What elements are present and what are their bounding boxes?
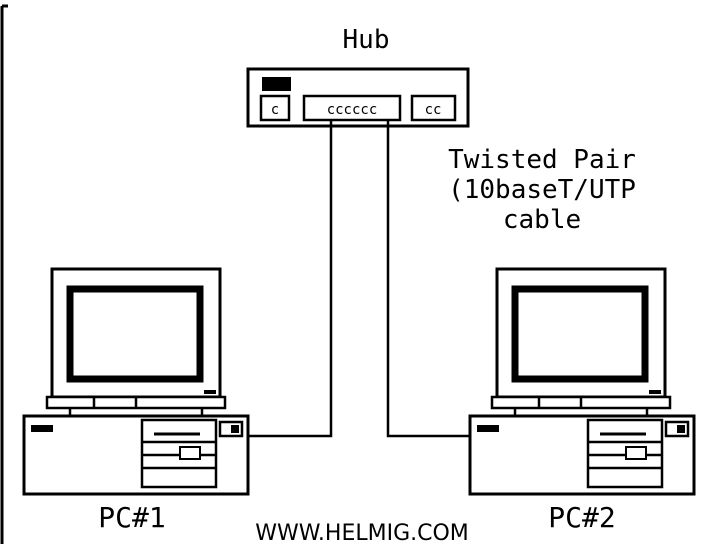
hub-device: Hub c cccccc cc xyxy=(246,25,470,128)
cable-label-line3: cable xyxy=(503,205,581,235)
cable-to-pc2 xyxy=(386,120,470,438)
hub-main-ports-label: cccccc xyxy=(327,102,378,118)
pc2-label: PC#2 xyxy=(548,501,615,534)
pc2-screen xyxy=(511,285,649,383)
pc2-computer: PC#2 xyxy=(468,267,696,534)
footer-url: WWW.HELMIG.COM xyxy=(255,521,469,544)
pc1-monitor-led xyxy=(204,390,216,394)
cable-to-pc1 xyxy=(248,120,333,438)
hub-right-ports-label: cc xyxy=(425,102,442,118)
cables xyxy=(248,120,470,438)
hub-label: Hub xyxy=(343,25,390,55)
hub-right-ports xyxy=(410,94,457,122)
pc1-computer: PC#1 xyxy=(22,267,250,534)
cable-label-line1: Twisted Pair xyxy=(448,145,636,175)
hub-main-ports xyxy=(302,94,402,122)
pc1-label: PC#1 xyxy=(98,501,165,534)
cable-label-line2: (10baseT/UTP xyxy=(448,175,636,205)
pc1-screen xyxy=(66,285,204,383)
pc2-power-led xyxy=(477,425,499,432)
pc1-power-led xyxy=(31,425,53,432)
pc2-monitor-led xyxy=(649,390,661,394)
hub-left-port-label: c xyxy=(271,102,279,118)
hub-left-port xyxy=(259,94,291,122)
hub-power-led xyxy=(262,77,291,91)
cable-label: Twisted Pair (10baseT/UTP cable xyxy=(448,145,636,235)
